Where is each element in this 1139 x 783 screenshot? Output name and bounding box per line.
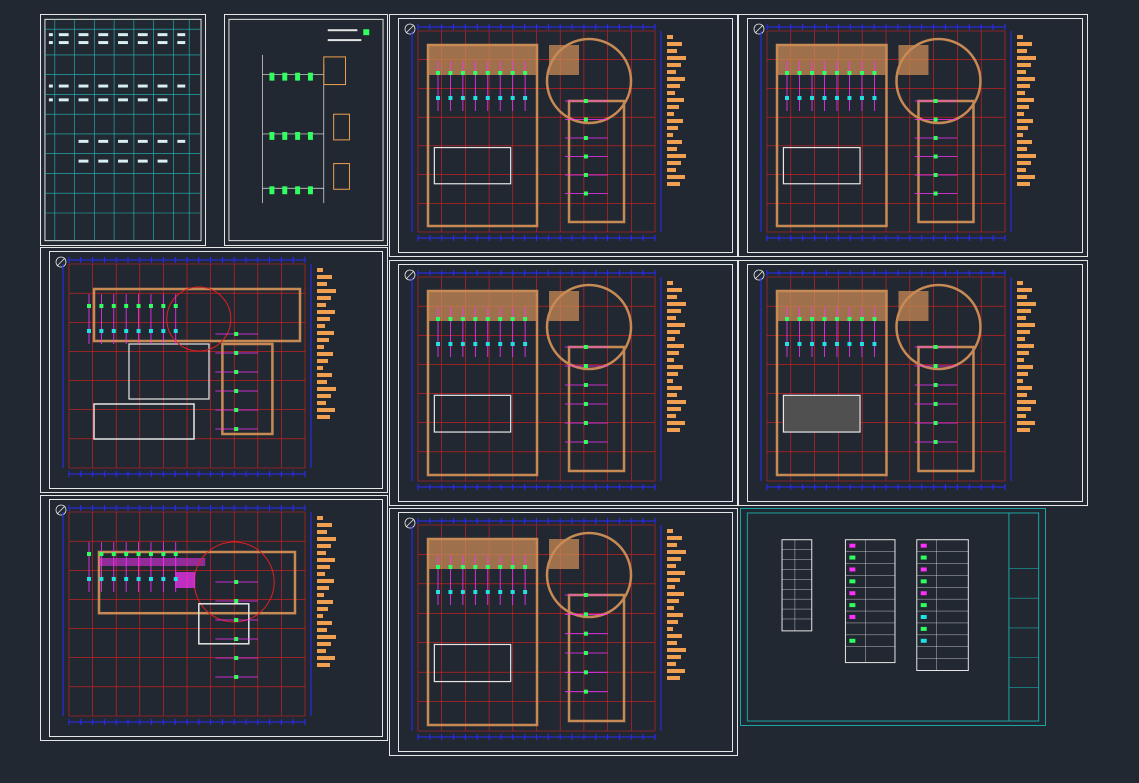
sheet-border — [747, 18, 1083, 253]
general-notes — [667, 281, 686, 432]
building-walls — [92, 286, 302, 440]
legend-drawing — [746, 512, 1040, 722]
riser-diagram — [228, 18, 384, 242]
electrical-circuits — [785, 61, 958, 196]
sheet-border — [49, 251, 383, 489]
sheet-border — [747, 264, 1083, 502]
floor-plan-3[interactable] — [40, 247, 388, 493]
floor-plan-drawing — [404, 269, 686, 490]
roof-plan-drawing — [55, 504, 336, 725]
dimension-lines — [411, 24, 662, 241]
axis-grid — [68, 263, 306, 469]
floor-plan-1[interactable] — [389, 14, 738, 257]
building-walls — [775, 37, 982, 228]
electrical-circuits — [87, 294, 258, 431]
general-notes — [667, 529, 686, 680]
north-arrow-icon — [404, 23, 416, 35]
floor-plan-drawing — [55, 256, 336, 477]
building-walls — [426, 531, 633, 727]
floor-plan-drawing — [404, 23, 686, 241]
dimension-lines — [411, 270, 662, 490]
north-arrow-icon — [55, 256, 67, 268]
floor-plan-drawing — [753, 23, 1036, 241]
general-notes — [1017, 281, 1036, 432]
riser-diagram-sheet[interactable] — [224, 14, 388, 246]
floor-plan-6[interactable] — [389, 508, 738, 756]
schedule-table — [44, 18, 202, 242]
floor-plan-2[interactable] — [738, 14, 1088, 257]
building-walls — [97, 541, 297, 645]
north-arrow-icon — [404, 269, 416, 281]
floor-plan-4[interactable] — [389, 260, 738, 506]
north-arrow-icon — [55, 504, 67, 516]
general-notes — [1017, 35, 1036, 186]
electrical-circuits — [87, 542, 258, 679]
general-notes — [317, 268, 336, 419]
electrical-circuits — [436, 307, 608, 444]
dimension-lines — [62, 257, 312, 477]
building-walls — [426, 37, 633, 228]
general-notes — [667, 35, 686, 186]
electrical-circuits — [785, 307, 958, 444]
schedule-sheet[interactable] — [40, 14, 206, 246]
sheet-border — [398, 264, 733, 502]
dimension-lines — [760, 24, 1012, 241]
roof-plan[interactable] — [40, 495, 388, 741]
dimension-lines — [760, 270, 1012, 490]
electrical-circuits — [436, 555, 608, 694]
building-walls — [775, 283, 982, 477]
floor-plan-drawing — [404, 517, 686, 740]
sheet-border — [49, 499, 383, 737]
sheet-border — [398, 18, 733, 253]
north-arrow-icon — [404, 517, 416, 529]
north-arrow-icon — [753, 23, 765, 35]
building-walls — [426, 283, 633, 477]
north-arrow-icon — [753, 269, 765, 281]
dimension-lines — [62, 505, 312, 725]
general-notes — [317, 516, 336, 667]
floor-plan-5[interactable] — [738, 260, 1088, 506]
legend-sheet[interactable] — [740, 508, 1046, 726]
sheet-border — [398, 512, 733, 752]
electrical-circuits — [436, 61, 608, 196]
floor-plan-drawing — [753, 269, 1036, 490]
dimension-lines — [411, 518, 662, 740]
